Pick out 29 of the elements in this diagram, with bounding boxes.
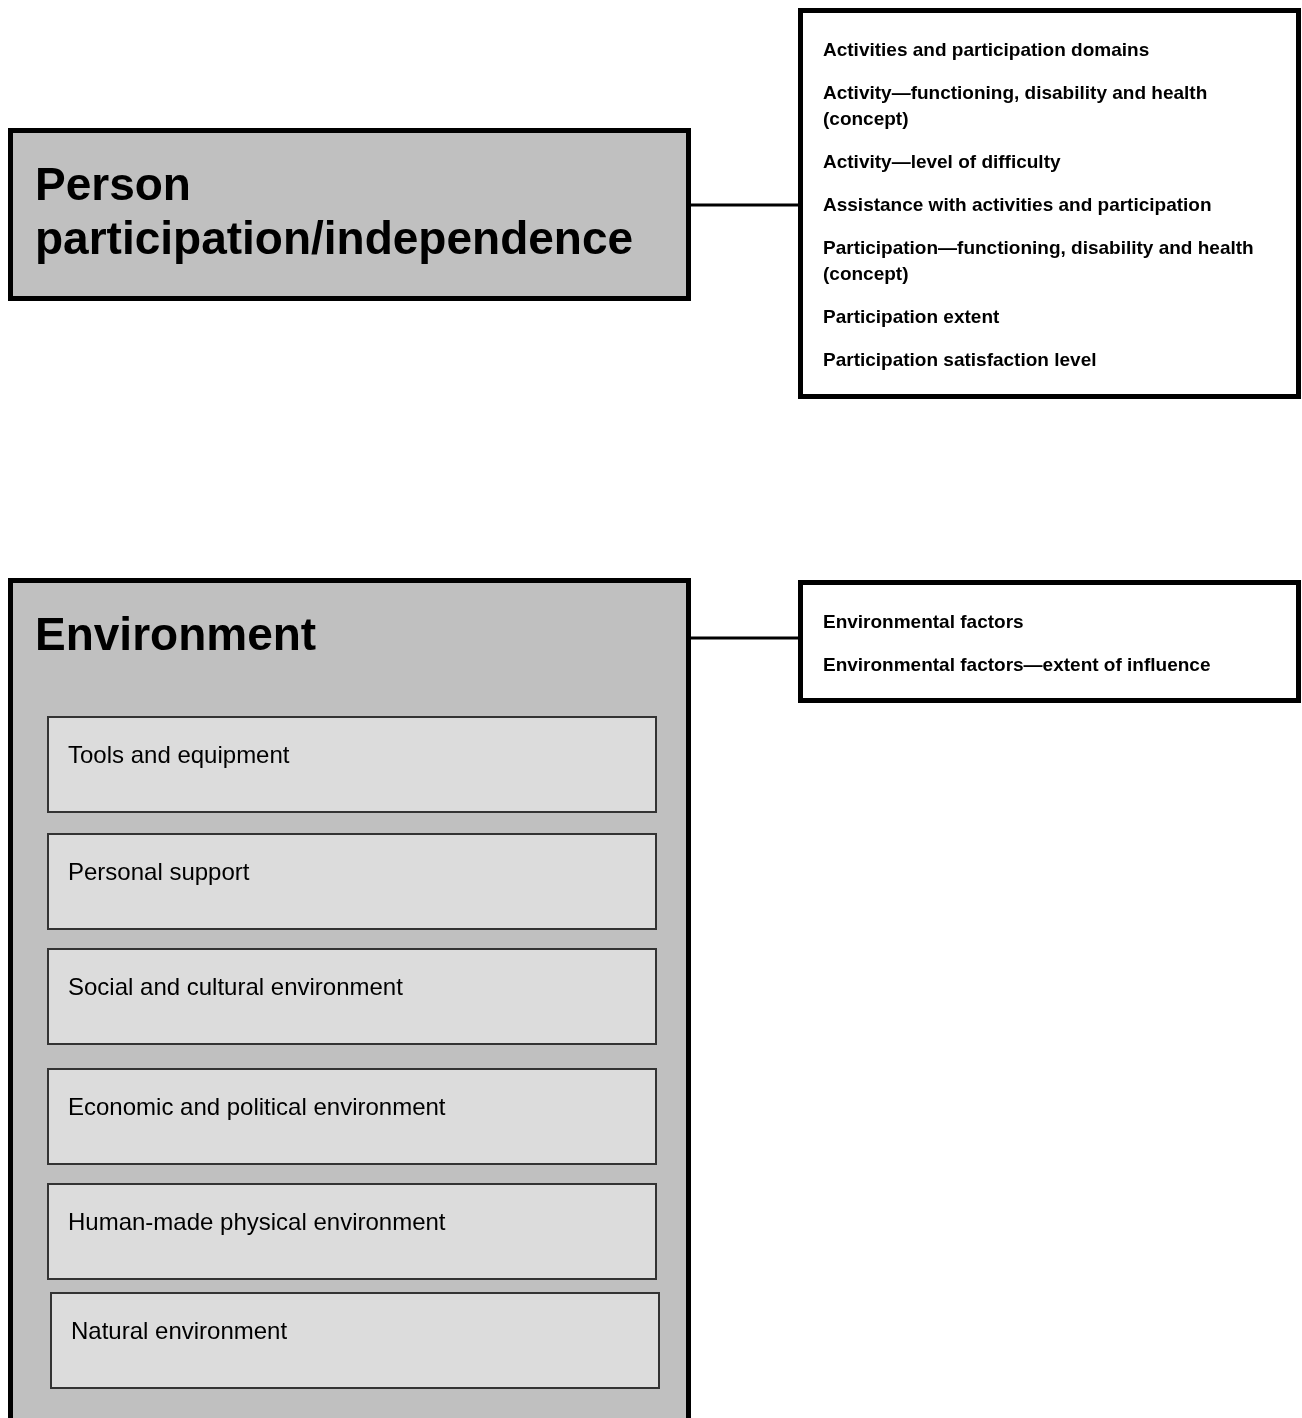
subcategory-box [47,716,657,813]
item-text: Participation extent [823,305,1001,329]
subcategory-box [47,1068,657,1165]
item-text: Assistance with activities and participation [823,193,1213,217]
item-text: Activity—level of difficulty [823,150,1062,174]
item-text: Participation—functioning, disability and health (concept) [823,236,1255,286]
connector-line [691,636,798,640]
category-title: Environment [35,607,318,661]
category-box [8,578,691,1418]
box-label: Economic and political environment [68,1092,446,1122]
item-text: Environmental factors [823,610,1025,634]
category-title: Person participation/independence [35,157,635,265]
item-list-box [798,8,1301,399]
category-box [8,128,691,301]
box-label: Personal support [68,857,250,887]
subcategory-box [47,948,657,1045]
box-label: Natural environment [71,1316,288,1346]
item-text: Activities and participation domains [823,38,1151,62]
item-list-box [798,580,1301,703]
box-label: Human-made physical environment [68,1207,446,1237]
box-label: Tools and equipment [68,740,290,770]
connector-line [691,203,798,207]
subcategory-box [47,833,657,930]
subcategory-box [47,1183,657,1280]
box-label: Social and cultural environment [68,972,403,1002]
item-text: Participation satisfaction level [823,348,1098,372]
item-text: Environmental factors—extent of influence [823,653,1212,677]
subcategory-box [50,1292,660,1389]
item-text: Activity—functioning, disability and health (concept) [823,81,1209,131]
